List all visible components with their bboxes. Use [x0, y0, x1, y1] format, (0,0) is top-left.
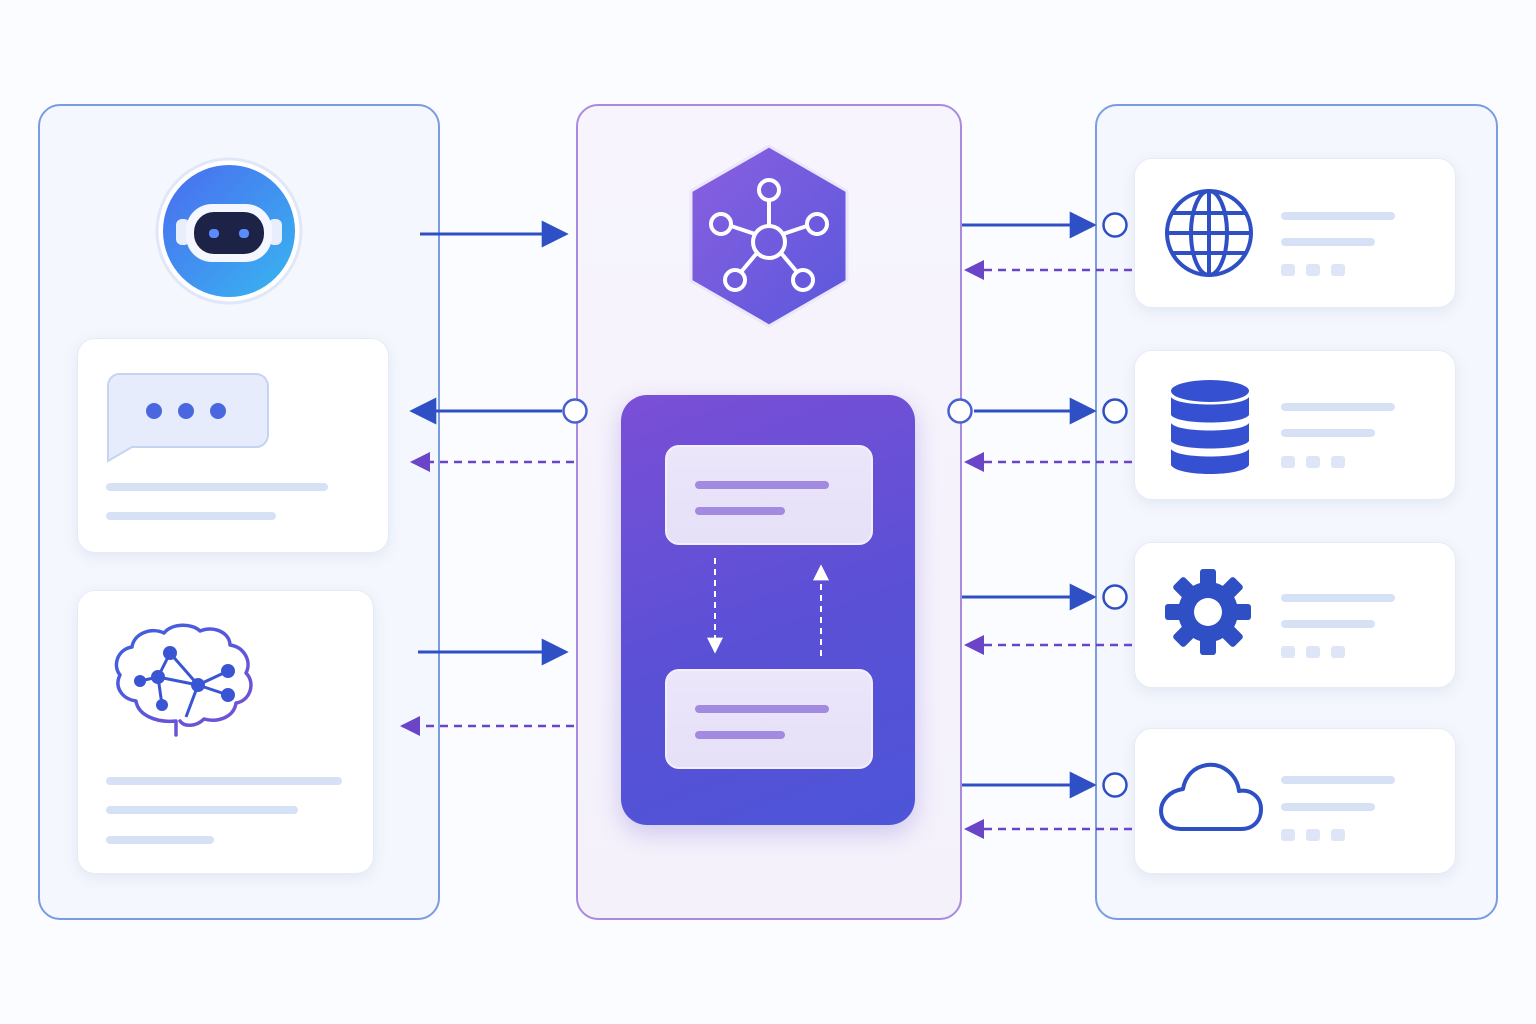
placeholder-dot — [1331, 264, 1345, 276]
placeholder-line — [1281, 594, 1395, 602]
placeholder-dot — [1281, 646, 1295, 658]
engine-card-bottom[interactable] — [665, 669, 873, 769]
chat-bubble-icon — [106, 373, 270, 465]
chat-card[interactable] — [77, 338, 389, 553]
robot-icon — [154, 156, 304, 306]
network-hub-icon — [689, 144, 849, 330]
placeholder-line — [106, 806, 298, 814]
placeholder-dot — [1306, 646, 1320, 658]
placeholder-line — [695, 705, 829, 713]
placeholder-line — [1281, 429, 1375, 437]
placeholder-line — [695, 507, 785, 515]
database-tool-card[interactable] — [1134, 350, 1456, 500]
placeholder-line — [695, 481, 829, 489]
placeholder-dot — [1281, 264, 1295, 276]
connector-node — [1102, 584, 1128, 610]
placeholder-line — [106, 777, 342, 785]
placeholder-dot — [1331, 646, 1345, 658]
cloud-icon — [1159, 759, 1263, 835]
placeholder-line — [1281, 803, 1375, 811]
database-icon — [1169, 379, 1251, 477]
placeholder-line — [1281, 620, 1375, 628]
connector-node — [947, 398, 973, 424]
placeholder-dot — [1281, 456, 1295, 468]
placeholder-line — [1281, 212, 1395, 220]
placeholder-dot — [1331, 829, 1345, 841]
connector-node — [562, 398, 588, 424]
processing-engine — [621, 395, 915, 825]
placeholder-dot — [1331, 456, 1345, 468]
brain-network-icon — [110, 623, 260, 751]
gear-icon — [1165, 567, 1251, 657]
placeholder-line — [695, 731, 785, 739]
globe-icon — [1163, 187, 1255, 279]
connector-node — [1102, 398, 1128, 424]
brain-card[interactable] — [77, 590, 374, 874]
placeholder-dot — [1306, 456, 1320, 468]
connector-node — [1102, 212, 1128, 238]
engine-card-top[interactable] — [665, 445, 873, 545]
connector-node — [1102, 772, 1128, 798]
placeholder-line — [106, 512, 276, 520]
placeholder-line — [1281, 238, 1375, 246]
settings-tool-card[interactable] — [1134, 542, 1456, 688]
placeholder-dot — [1281, 829, 1295, 841]
placeholder-line — [106, 836, 214, 844]
placeholder-line — [106, 483, 328, 491]
placeholder-dot — [1306, 264, 1320, 276]
cloud-tool-card[interactable] — [1134, 728, 1456, 874]
placeholder-dot — [1306, 829, 1320, 841]
placeholder-line — [1281, 776, 1395, 784]
placeholder-line — [1281, 403, 1395, 411]
web-tool-card[interactable] — [1134, 158, 1456, 308]
